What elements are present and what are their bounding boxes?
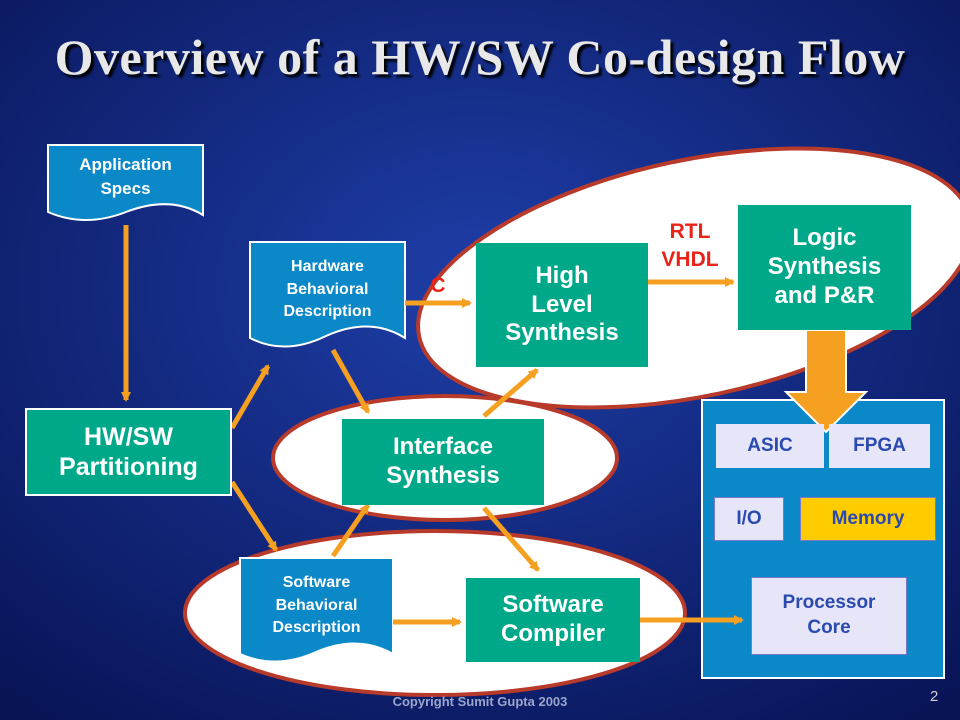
arrow-hw-to-interface — [330, 348, 371, 414]
application-specs-label: Application Specs — [79, 155, 172, 198]
arrow-sw-to-interface — [330, 503, 371, 558]
arrow-interface-to-compiler — [482, 506, 540, 572]
edge-label-c: C — [430, 274, 446, 297]
processor-core-chip: Processor Core — [751, 577, 907, 655]
copyright-footer: Copyright Sumit Gupta 2003 — [392, 694, 568, 709]
sw-behavioral-label: Software Behavioral Description — [272, 574, 361, 637]
page-number: 2 — [930, 688, 939, 705]
hw-behavioral-doc — [249, 241, 406, 348]
io-chip: I/O — [714, 497, 784, 541]
hwsw-partitioning-box: HW/SW Partitioning — [25, 408, 232, 496]
hw-behavioral-label: Hardware Behavioral Description — [283, 258, 372, 321]
asic-chip: ASIC — [716, 424, 824, 468]
interface-synthesis-box: Interface Synthesis — [342, 419, 544, 505]
arrow-partitioning-to-sw — [229, 480, 279, 552]
application-specs-doc — [47, 144, 204, 221]
fpga-chip: FPGA — [829, 424, 930, 468]
logic-synthesis-box: Logic Synthesis and P&R — [738, 205, 911, 330]
arrow-partitioning-to-hw — [229, 364, 271, 430]
arrow-interface-to-hls — [482, 368, 539, 418]
edge-label-rtl-vhdl: RTL VHDL — [661, 220, 719, 272]
high-level-synthesis-box: High Level Synthesis — [476, 243, 648, 367]
sw-behavioral-doc — [239, 557, 394, 663]
flow-arrows — [121, 225, 744, 627]
slide-title: Overview of a HW/SW Co-design Flow — [54, 29, 906, 85]
software-compiler-box: Software Compiler — [466, 578, 640, 662]
implementation-arrow — [783, 329, 869, 434]
memory-chip: Memory — [800, 497, 936, 541]
